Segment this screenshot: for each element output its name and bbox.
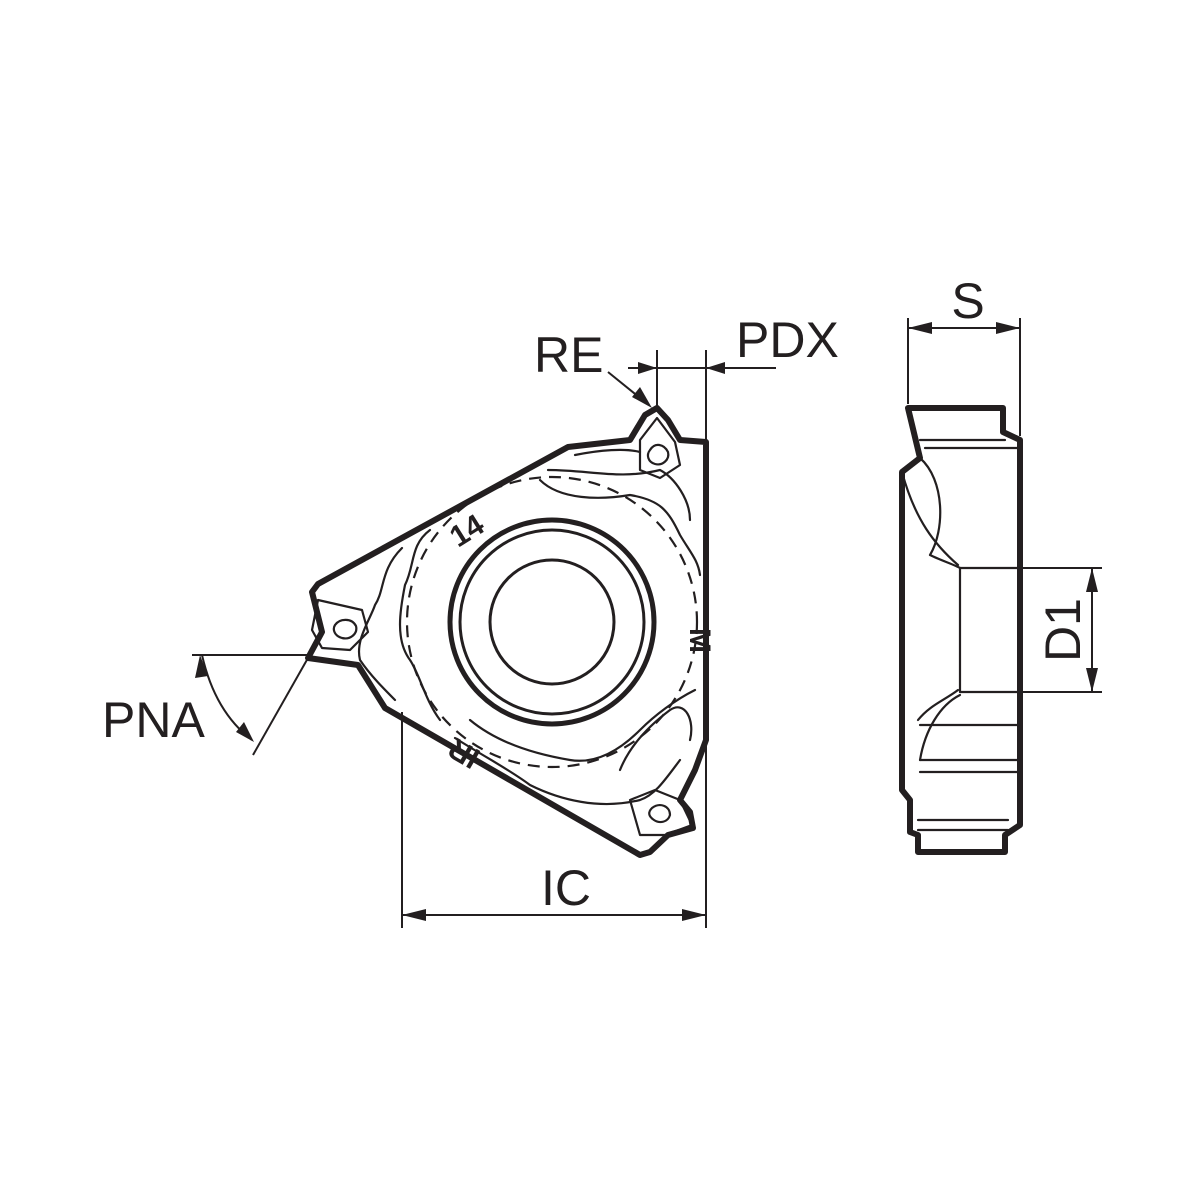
- marking-grade: M: [683, 628, 716, 653]
- hole-bore: [488, 558, 616, 686]
- insert-top-view: 14 IR M IC PDX RE: [102, 312, 839, 928]
- inscribed-circle-dashed: [405, 475, 699, 769]
- marking-hand: IR: [443, 731, 486, 775]
- side-outline: [899, 405, 1023, 855]
- label-pdx: PDX: [736, 312, 839, 368]
- hole-outer-ring: [447, 517, 657, 727]
- chipbreaker-contour-top: [546, 448, 692, 522]
- corner-tip-left: [310, 598, 370, 652]
- chipbreaker-contour-left: [357, 546, 404, 702]
- chipbreaker-contour-upper: [538, 478, 702, 577]
- corner-tip-top: [638, 416, 682, 480]
- label-d1: D1: [1035, 598, 1091, 662]
- insert-outline: [305, 405, 709, 858]
- hole-chamfer-ring: [458, 528, 646, 716]
- dimension-ic: [401, 712, 707, 928]
- dimension-s: [907, 318, 1021, 436]
- label-s: S: [951, 273, 984, 329]
- label-pna: PNA: [102, 692, 205, 748]
- dimension-pdx: [628, 350, 776, 440]
- label-ic: IC: [541, 860, 591, 916]
- chipbreaker-contour-right-lower: [618, 706, 693, 772]
- corner-tip-bottom: [628, 788, 694, 837]
- chipbreaker-contour-bottom-inner: [468, 688, 697, 762]
- dimension-pna: [192, 654, 309, 756]
- chipbreaker-contour-left-inner: [398, 528, 442, 722]
- label-re: RE: [534, 327, 603, 383]
- insert-side-view: S D1: [899, 273, 1102, 855]
- dimension-re: [607, 371, 652, 408]
- dimension-d1: [1020, 567, 1102, 693]
